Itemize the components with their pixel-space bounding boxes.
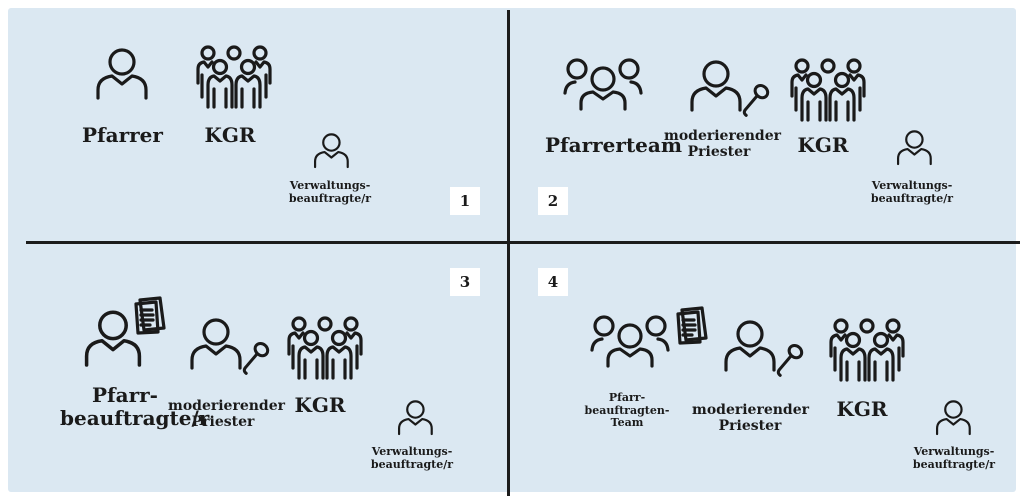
group-icon [829,318,905,382]
label-moderierender-priester: moderierender Priester [664,128,781,161]
person-icon [397,400,433,436]
label-moderierender-priester: moderierender Priester [168,398,285,431]
horizontal-divider [26,241,1020,244]
team-with-document-icon [590,306,708,368]
label-verwaltungsbeauftragte: Verwaltungs- beauftragte/r [288,179,372,205]
label-kgr: KGR [204,123,256,147]
quadrant-number: 3 [450,268,480,296]
label-pfarrbeauftragten-team: Pfarr- beauftragten- Team [584,391,670,430]
person-with-microphone-icon [190,318,272,375]
group-icon [196,45,272,109]
label-verwaltungsbeauftragte: Verwaltungs- beauftragte/r [912,445,996,471]
person-icon [935,400,971,436]
label-verwaltungsbeauftragte: Verwaltungs- beauftragte/r [370,445,454,471]
quadrant-number: 2 [538,187,568,215]
person-icon [896,130,932,166]
label-kgr: KGR [797,133,849,157]
quadrant-number: 1 [450,187,480,215]
group-icon [287,316,363,380]
quadrant-number: 4 [538,268,568,296]
label-pfarrbeauftragte: Pfarr- beauftragte/r [60,383,210,430]
person-with-microphone-icon [724,320,806,377]
vertical-divider [507,10,510,496]
label-pfarrer: Pfarrer [82,123,163,147]
label-pfarrerteam: Pfarrerteam [545,133,683,157]
person-icon [96,48,148,100]
label-verwaltungsbeauftragte: Verwaltungs- beauftragte/r [870,179,954,205]
group-icon [790,58,866,122]
person-with-document-icon [84,296,166,367]
team-icon [563,58,643,111]
label-kgr: KGR [836,397,888,421]
label-kgr: KGR [294,393,346,417]
person-icon [313,133,349,169]
label-moderierender-priester: moderierender Priester [692,402,809,435]
person-with-microphone-icon [690,60,772,117]
